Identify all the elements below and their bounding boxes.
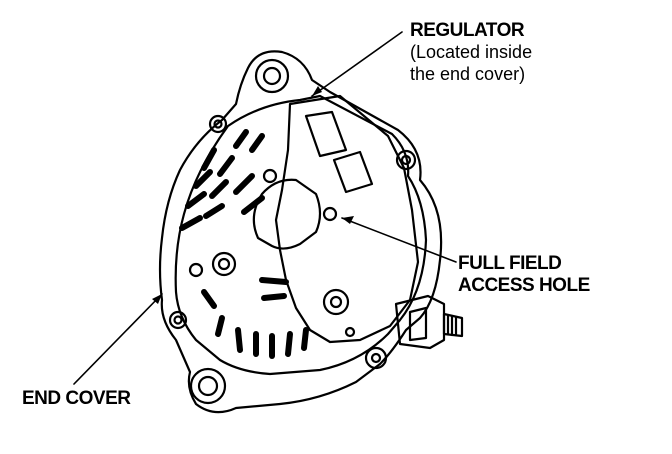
bolt-lower-right [364,346,388,370]
bottom-mounting-ear [189,367,227,405]
full-field-label-line1: FULL FIELD [458,253,562,274]
regulator-note-line1: (Located inside [410,42,533,62]
housing-outline [158,50,443,414]
full-field-label-line2: ACCESS HOLE [458,275,590,296]
leader-lines [73,31,457,385]
end-cover-inner-boundary [174,94,428,376]
terminal-stud [394,294,464,350]
bolt-lower-left [168,310,188,330]
vent-slots [179,129,309,359]
small-boss [344,326,356,338]
regulator-label: REGULATOR [410,20,525,41]
regulator-leader [311,31,403,97]
bolt-upper-left [208,114,228,134]
top-mounting-ear [254,58,290,94]
regulator-windows [304,110,374,194]
central-opening [252,178,322,250]
bolt-lower-center [322,288,350,316]
end-cover-label: END COVER [22,388,131,409]
bolt-upper-right [395,149,417,171]
bolt-center-left [262,168,278,184]
bolt-left [188,251,237,278]
end-cover-leader [73,293,163,385]
regulator-plate [274,94,420,344]
full-field-leader [341,217,457,263]
regulator-note-line2: the end cover) [410,64,526,84]
full-field-access-hole [322,206,338,222]
